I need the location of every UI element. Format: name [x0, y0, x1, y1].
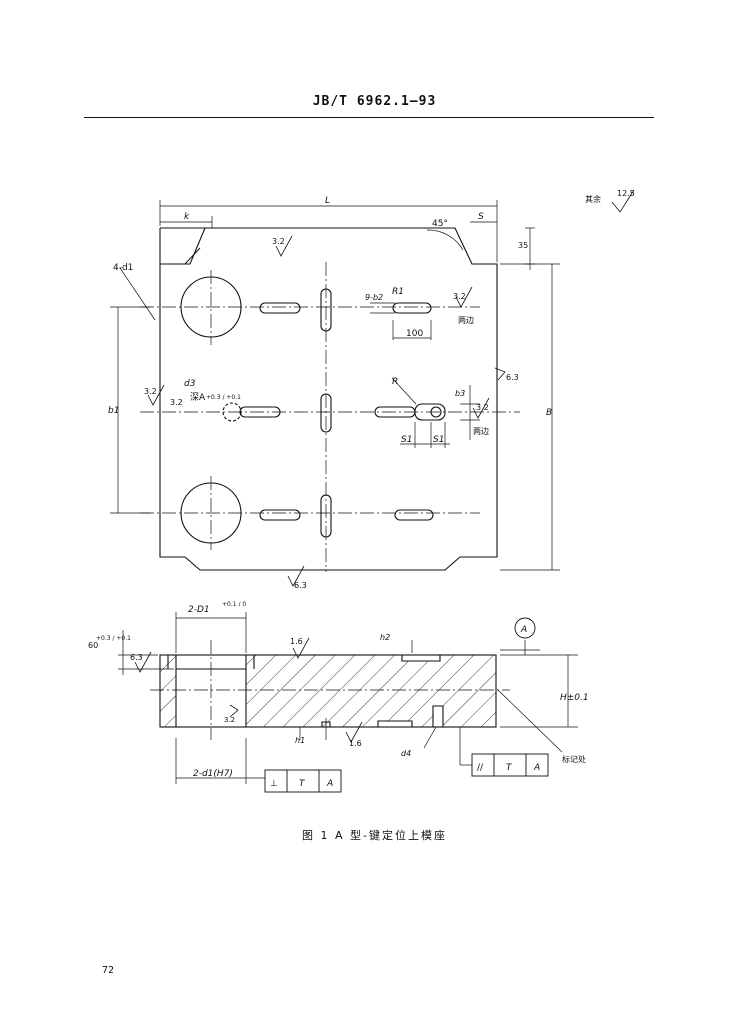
slot: [392, 302, 432, 314]
label-mark: 标记处: [562, 754, 586, 764]
fcf-perp-symbol: ⊥: [270, 779, 278, 789]
rough-6-3-section: 6.3: [130, 653, 143, 662]
rough-3-2-hole: 3.2: [476, 403, 489, 412]
page-number: 72: [102, 965, 115, 976]
label-two-sides-2: 两边: [473, 426, 489, 436]
label-h2: h2: [380, 633, 390, 642]
label-h1: h1: [295, 736, 305, 745]
slot: [259, 509, 301, 521]
section-labels: 2-D1 +0.1 / 0 60 +0.3 / +0.1 6.3 1.6 1.6…: [88, 601, 589, 789]
label-9-b2: 9-b2: [365, 293, 383, 302]
rough-1-6-top: 1.6: [290, 637, 303, 646]
standard-number: JB/T 6962.1—93: [312, 94, 437, 109]
dim-B: B: [546, 408, 552, 418]
dimension-lines: [110, 200, 560, 571]
label-b3: b3: [455, 389, 465, 398]
fcf-perp-datum: A: [326, 779, 333, 789]
label-R: R: [392, 377, 398, 387]
label-60-tol: +0.3 / +0.1: [96, 635, 131, 642]
roughness-symbols: [147, 189, 635, 587]
fcf-perp-tol: T: [299, 779, 306, 789]
label-depth-tol: +0.3 / +0.1: [206, 394, 241, 401]
dim-100: 100: [406, 329, 423, 339]
dim-k: k: [184, 212, 190, 222]
angle-45: 45°: [432, 219, 448, 229]
dim-35: 35: [518, 241, 528, 250]
rough-6-3-right: 6.3: [506, 373, 519, 382]
center-lines: [140, 262, 520, 572]
dim-S: S: [478, 212, 484, 222]
label-D1-tol: +0.1 / 0: [222, 601, 246, 608]
top-view-labels: L k S 45° 35 B b1 4-d1 d3 深A +0.3 / +0.1…: [108, 189, 635, 590]
rough-3-2-side: 3.2: [170, 398, 183, 407]
fcf-par-symbol: //: [477, 763, 484, 773]
rough-12-5: 12.5: [617, 189, 635, 198]
plate-outline: [159, 227, 498, 571]
label-2-D1: 2-D1: [188, 605, 210, 615]
slot: [259, 302, 301, 314]
label-2-d1-H7: 2-d1(H7): [193, 769, 233, 779]
label-R1: R1: [392, 287, 404, 297]
dim-S1-right: S1: [433, 435, 444, 445]
rough-6-3-bottom: 6.3: [294, 581, 307, 590]
fcf-perp-frame: [264, 769, 342, 793]
rough-3-2-slot: 3.2: [453, 292, 466, 301]
label-d3: d3: [184, 379, 196, 389]
datum-circle: [514, 617, 536, 639]
rough-3-2-top: 3.2: [272, 237, 285, 246]
fcf-par-datum: A: [533, 763, 540, 773]
header-rule: [84, 117, 654, 118]
datum-A: A: [520, 625, 527, 635]
label-other: 其余: [585, 194, 601, 204]
label-depth-A: 深A: [190, 392, 206, 403]
rough-3-2-inner: 3.2: [224, 716, 235, 724]
hole-4-d1: 4-d1: [113, 263, 133, 273]
fcf-par-frame: [471, 753, 549, 777]
dim-b1: b1: [108, 406, 119, 416]
dim-S1-left: S1: [401, 435, 412, 445]
slot: [394, 509, 434, 521]
section-view: [118, 612, 578, 793]
rough-1-6-bottom: 1.6: [349, 739, 362, 748]
dim-H: H±0.1: [560, 693, 589, 703]
label-60: 60: [88, 641, 98, 650]
rough-3-2-left: 3.2: [144, 387, 157, 396]
fcf-par-tol: T: [506, 763, 513, 773]
label-two-sides-1: 两边: [458, 315, 474, 325]
dim-L: L: [325, 196, 330, 206]
figure-caption: 图 1 A 型-键定位上模座: [302, 829, 447, 842]
label-d4: d4: [401, 749, 411, 758]
section-outline: [159, 654, 497, 728]
